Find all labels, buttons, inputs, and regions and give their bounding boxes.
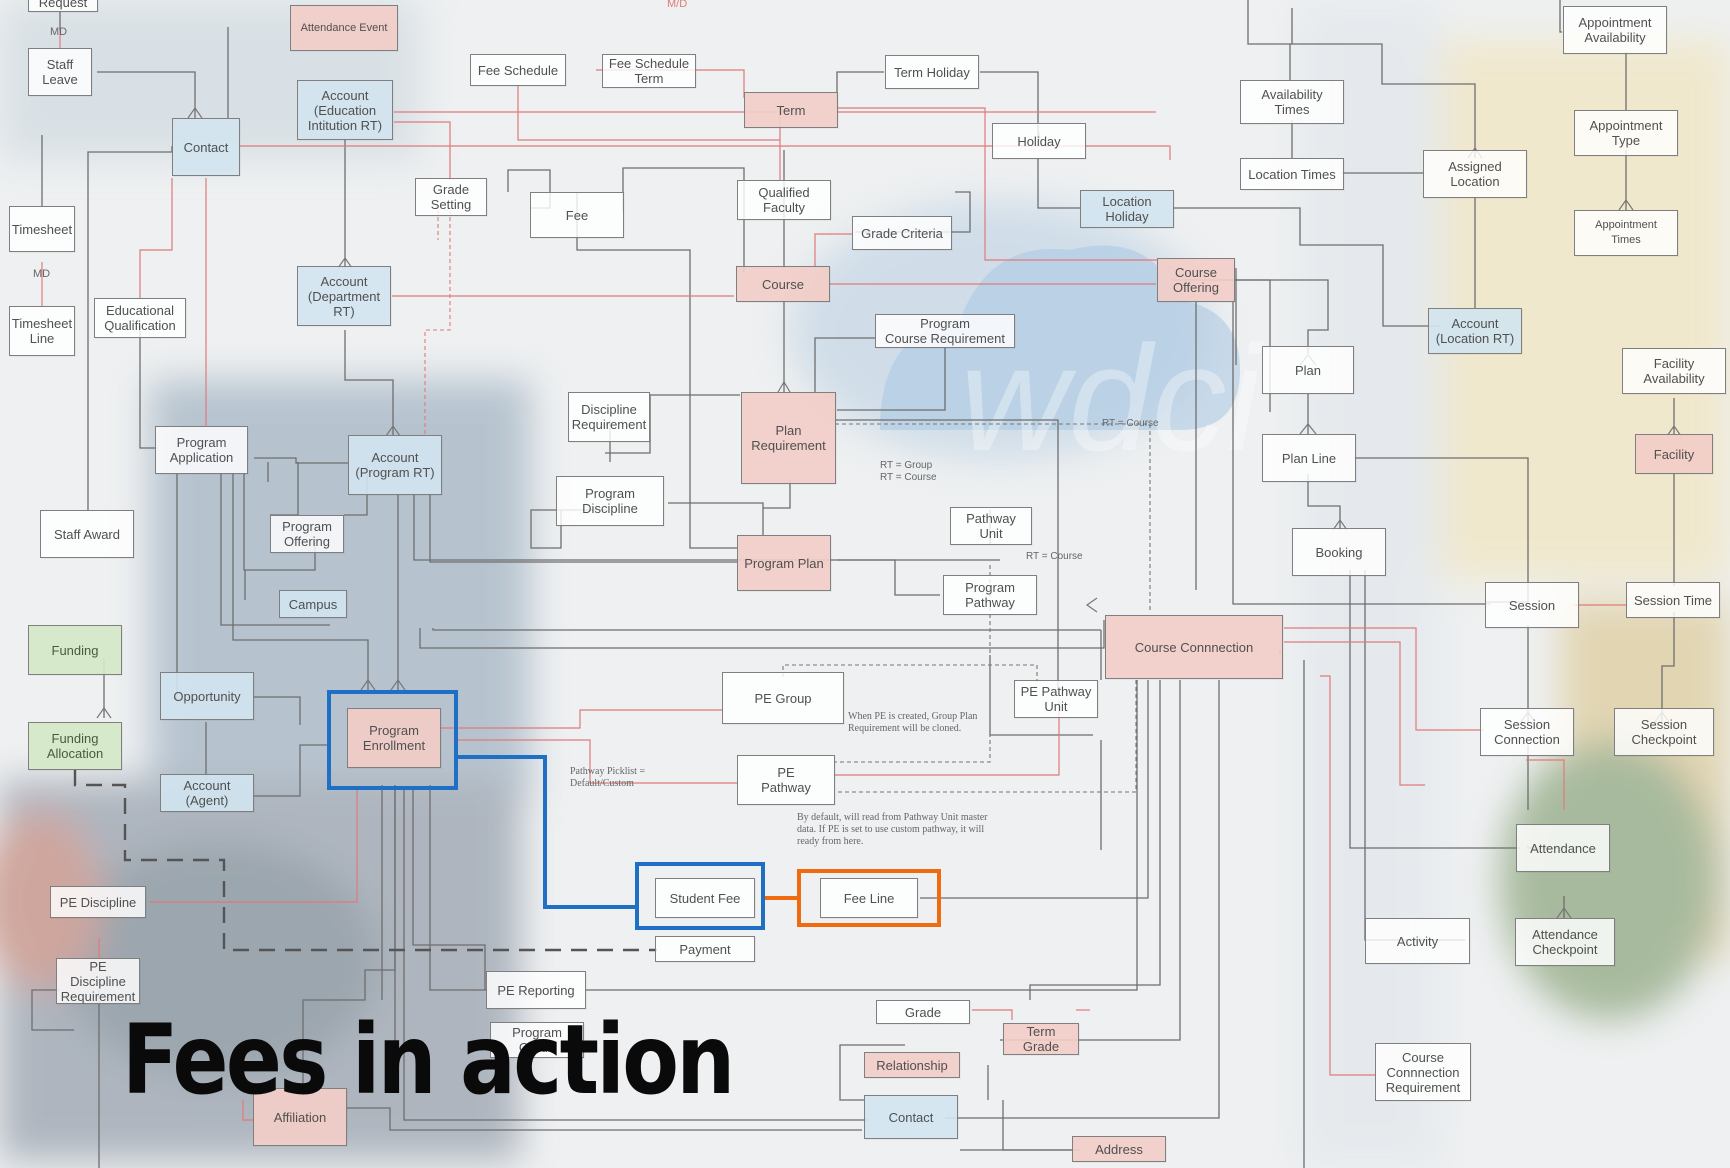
note-pathway-picklist: Pathway Picklist = Default/Custom <box>570 766 646 789</box>
entity-pe-pathway[interactable]: PE Pathway <box>737 755 835 805</box>
entity-funding[interactable]: Funding <box>28 625 122 675</box>
entity-educational-qualification[interactable]: Educational Qualification <box>94 298 186 338</box>
entity-session[interactable]: Session <box>1485 582 1579 628</box>
entity-account-department[interactable]: Account (Department RT) <box>297 266 391 326</box>
entity-booking[interactable]: Booking <box>1292 528 1386 576</box>
entity-session-connection[interactable]: Session Connection <box>1480 708 1574 756</box>
entity-program-application[interactable]: Program Application <box>155 426 248 474</box>
entity-pe-discipline[interactable]: PE Discipline <box>50 886 146 918</box>
entity-pathway-unit[interactable]: Pathway Unit <box>950 507 1032 545</box>
entity-relationship[interactable]: Relationship <box>864 1052 960 1078</box>
entity-course-offering[interactable]: Course Offering <box>1157 258 1235 302</box>
entity-program-plan[interactable]: Program Plan <box>737 535 831 591</box>
page-title: Fees in action <box>122 1004 735 1116</box>
note-pe-group: When PE is created, Group Plan Requireme… <box>848 711 978 734</box>
entity-timesheet-line[interactable]: Timesheet Line <box>9 306 75 356</box>
entity-assigned-location[interactable]: Assigned Location <box>1423 150 1527 198</box>
entity-session-time[interactable]: Session Time <box>1626 582 1720 618</box>
entity-availability-times[interactable]: Availability Times <box>1240 80 1344 124</box>
entity-request[interactable]: Request <box>28 0 98 12</box>
entity-session-checkpoint[interactable]: Session Checkpoint <box>1614 708 1714 756</box>
entity-funding-allocation[interactable]: Funding Allocation <box>28 722 122 770</box>
entity-plan-line[interactable]: Plan Line <box>1262 434 1356 482</box>
entity-facility[interactable]: Facility <box>1635 434 1713 474</box>
entity-staff-award[interactable]: Staff Award <box>40 510 134 558</box>
entity-program-grade[interactable]: Program Grade <box>490 1022 584 1058</box>
entity-opportunity[interactable]: Opportunity <box>160 672 254 720</box>
entity-attendance-checkpoint[interactable]: Attendance Checkpoint <box>1515 918 1615 966</box>
entity-account-program[interactable]: Account (Program RT) <box>348 435 442 495</box>
entity-fee-schedule[interactable]: Fee Schedule <box>470 54 566 86</box>
entity-program-pathway[interactable]: Program Pathway <box>943 575 1037 615</box>
entity-appointment-times[interactable]: Appointment Times <box>1574 210 1678 256</box>
entity-plan-requirement[interactable]: Plan Requirement <box>741 392 836 484</box>
entity-plan[interactable]: Plan <box>1262 346 1354 394</box>
entity-course[interactable]: Course <box>736 266 830 302</box>
entity-appointment-type[interactable]: Appointment Type <box>1574 110 1678 156</box>
entity-program-enrollment[interactable]: Program Enrollment <box>347 708 441 768</box>
entity-term[interactable]: Term <box>744 92 838 128</box>
entity-location-holiday[interactable]: Location Holiday <box>1080 190 1174 228</box>
entity-staff-leave[interactable]: Staff Leave <box>28 48 92 96</box>
entity-program-course-requirement[interactable]: Program Course Requirement <box>875 314 1015 348</box>
entity-attendance[interactable]: Attendance <box>1516 824 1610 872</box>
entity-course-connection-requirement[interactable]: Course Connnection Requirement <box>1375 1043 1471 1101</box>
entity-program-offering[interactable]: Program Offering <box>270 515 344 553</box>
entity-appointment-availability[interactable]: Appointment Availability <box>1563 6 1667 54</box>
entity-account-location[interactable]: Account (Location RT) <box>1428 308 1522 354</box>
entity-contact-bottom[interactable]: Contact <box>864 1095 958 1139</box>
entity-contact[interactable]: Contact <box>172 118 240 176</box>
entity-activity[interactable]: Activity <box>1365 918 1470 964</box>
entity-term-grade[interactable]: Term Grade <box>1003 1023 1079 1055</box>
entity-attendance-event[interactable]: Attendance Event <box>290 5 398 51</box>
entity-location-times[interactable]: Location Times <box>1240 158 1344 190</box>
entity-program-discipline[interactable]: Program Discipline <box>556 476 664 526</box>
entity-account-agent[interactable]: Account (Agent) <box>160 774 254 812</box>
entity-fee-schedule-term[interactable]: Fee Schedule Term <box>602 54 696 88</box>
entity-pe-pathway-unit[interactable]: PE Pathway Unit <box>1014 680 1098 718</box>
entity-discipline-requirement[interactable]: Discipline Requirement <box>568 392 650 442</box>
entity-grade-setting[interactable]: Grade Setting <box>415 178 487 216</box>
entity-pe-discipline-requirement[interactable]: PE Discipline Requirement <box>56 958 140 1004</box>
entity-pe-reporting[interactable]: PE Reporting <box>486 971 586 1009</box>
entity-holiday[interactable]: Holiday <box>992 123 1086 159</box>
entity-term-holiday[interactable]: Term Holiday <box>885 55 979 89</box>
entity-grade-criteria[interactable]: Grade Criteria <box>852 216 952 250</box>
label-md-mid: MD <box>33 268 51 280</box>
entity-fee[interactable]: Fee <box>530 192 624 238</box>
entity-payment[interactable]: Payment <box>655 936 755 962</box>
entity-address[interactable]: Address <box>1072 1136 1166 1162</box>
entity-course-connection[interactable]: Course Connnection <box>1105 615 1283 679</box>
note-rt-course-mid: RT = Course <box>1026 551 1083 562</box>
entity-account-education[interactable]: Account (Education Intitution RT) <box>297 80 393 140</box>
entity-pe-group[interactable]: PE Group <box>722 672 844 724</box>
entity-facility-availability[interactable]: Facility Availability <box>1622 348 1726 394</box>
label-md-top: MD <box>50 26 68 38</box>
entity-campus[interactable]: Campus <box>279 590 347 618</box>
entity-grade[interactable]: Grade <box>876 1000 970 1024</box>
entity-fee-line[interactable]: Fee Line <box>820 878 918 918</box>
entity-student-fee[interactable]: Student Fee <box>655 878 755 918</box>
note-rt-group-course: RT = Group RT = Course <box>880 460 937 483</box>
note-md-top-right: M/D <box>667 0 688 10</box>
entity-qualified-faculty[interactable]: Qualified Faculty <box>737 180 831 220</box>
note-rt-course-top: RT = Course <box>1102 418 1159 429</box>
highlight-connector-blue <box>455 755 637 909</box>
entity-affiliation[interactable]: Affiliation <box>253 1088 347 1146</box>
entity-timesheet[interactable]: Timesheet <box>9 206 75 252</box>
note-pe-pathway: By default, will read from Pathway Unit … <box>797 812 988 847</box>
